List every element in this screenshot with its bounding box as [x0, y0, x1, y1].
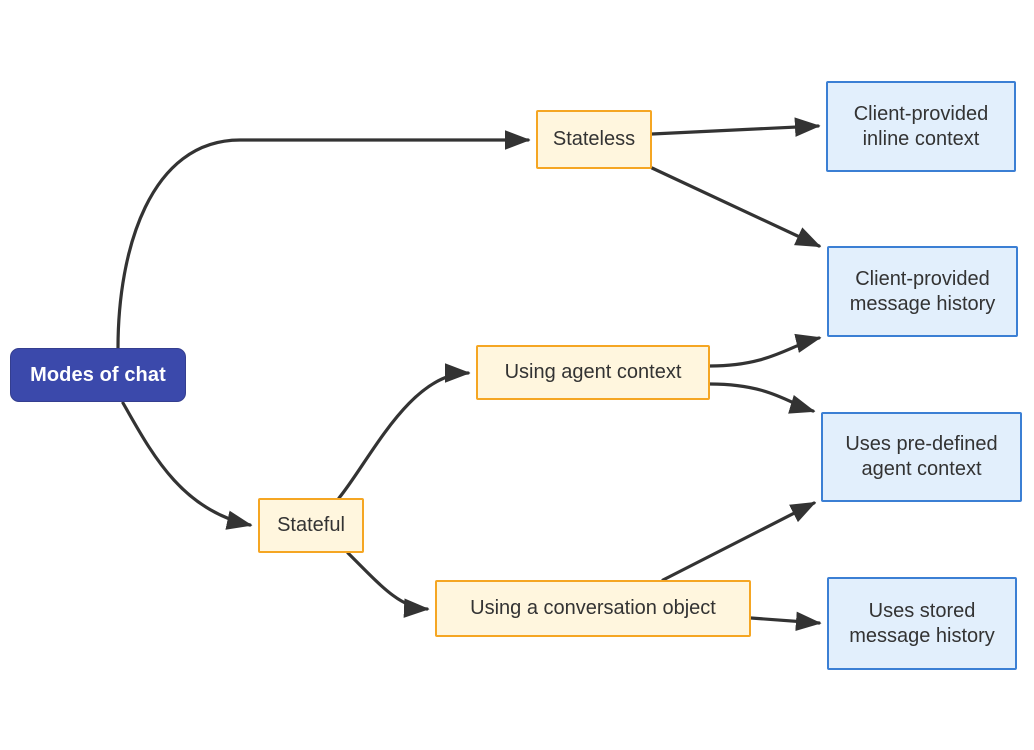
node-root[interactable]: Modes of chat — [10, 348, 186, 402]
node-stateless[interactable]: Stateless — [536, 110, 652, 169]
node-pre-defined-agent-context[interactable]: Uses pre-defined agent context — [821, 412, 1022, 502]
node-inline-context[interactable]: Client-provided inline context — [826, 81, 1016, 172]
node-label-inline-context: Client-provided inline context — [853, 102, 989, 150]
node-label-root: Modes of chat — [30, 363, 166, 386]
edge-agent-context-to-pre-defined-agent-context — [708, 382, 816, 414]
node-stateful[interactable]: Stateful — [258, 498, 364, 553]
node-stored-message-history[interactable]: Uses stored message history — [827, 577, 1017, 670]
node-label-message-history: Client-provided message history — [849, 267, 996, 315]
node-label-stateless: Stateless — [552, 128, 636, 150]
edge-root-to-stateful — [121, 401, 253, 530]
edge-stateful-to-conversation-object — [346, 551, 430, 618]
edge-stateless-to-inline-context — [650, 117, 821, 137]
node-label-agent-context: Using agent context — [504, 361, 682, 383]
edge-agent-context-to-message-history — [708, 333, 822, 368]
node-label-conversation-object: Using a conversation object — [470, 597, 716, 619]
node-label-pre-defined-agent-context: Uses pre-defined agent context — [845, 433, 998, 480]
node-conversation-object[interactable]: Using a conversation object — [435, 580, 751, 637]
edge-conversation-object-to-pre-defined-agent-context — [661, 501, 817, 582]
node-label-stored-message-history: Uses stored message history — [849, 599, 995, 647]
node-message-history[interactable]: Client-provided message history — [827, 246, 1018, 337]
edge-root-to-stateless — [116, 130, 531, 350]
edge-conversation-object-to-stored-message-history — [749, 611, 822, 632]
node-label-stateful: Stateful — [277, 514, 345, 536]
node-agent-context[interactable]: Using agent context — [476, 345, 710, 400]
edge-stateful-to-agent-context — [337, 363, 471, 500]
edge-stateless-to-message-history — [650, 166, 822, 248]
